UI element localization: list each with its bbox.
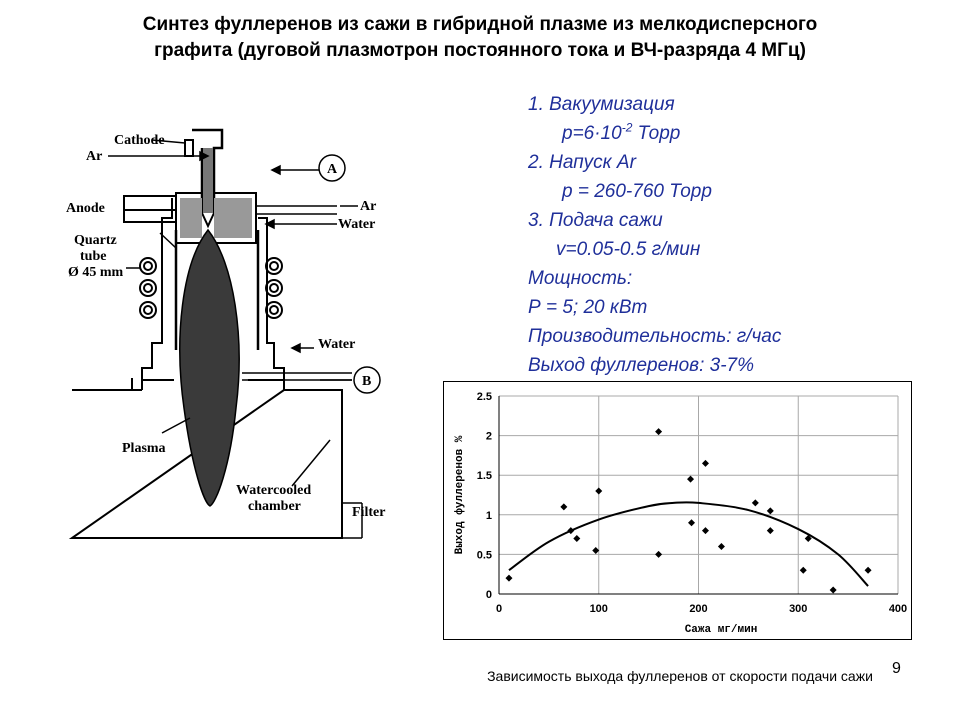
chart-axes [498,396,898,595]
label-cathode: Cathode [114,133,165,148]
data-point [688,519,696,527]
y-tick-label: 0.5 [477,549,492,561]
data-point [766,507,774,515]
power-value: Р = 5; 20 кВт [528,297,648,318]
chart-caption: Зависимость выхода фуллеренов от скорост… [487,668,873,684]
data-point [560,503,568,511]
data-point [595,487,603,495]
x-tick-label: 400 [889,603,907,615]
x-tick-label: 200 [689,603,707,615]
y-tick-label: 0 [486,589,492,601]
filter-outlet [342,502,363,539]
label-filter: Filter [352,505,385,520]
chart-tick-labels: 0 0.5 1 1.5 2 2.5 0 100 200 300 400 [477,391,907,615]
data-point [687,475,695,483]
label-ar-left: Ar [86,149,102,164]
data-point [799,566,807,574]
x-tick-label: 100 [590,603,608,615]
step-soot-feed: 3. Подача сажи [528,210,663,231]
label-plasma: Plasma [122,441,166,456]
label-quartz-3: Ø 45 mm [68,265,124,280]
y-tick-label: 2 [486,431,492,443]
label-ar-right: Ar [360,199,376,214]
data-point [592,546,600,554]
yield-chart-frame: 0 0.5 1 1.5 2 2.5 0 100 200 300 400 Сажа мг/мин Вы… [443,381,912,640]
step-evacuation-pressure: р=6·10-2 Торр [562,120,681,144]
data-point [701,459,709,467]
data-point [505,574,513,582]
x-axis-label: Сажа мг/мин [685,624,758,636]
slide-title: Синтез фуллеренов из сажи в гибридной пл… [40,12,920,64]
y-tick-label: 1 [486,510,492,522]
marker-a: A [327,162,338,177]
label-quartz-2: tube [80,249,106,264]
data-point [829,586,837,594]
data-point [804,535,812,543]
label-chamber-2: chamber [248,499,301,514]
chart-grid [498,395,899,595]
label-quartz-1: Quartz [74,233,117,248]
yield-chart: 0 0.5 1 1.5 2 2.5 0 100 200 300 400 Сажа мг/мин Вы… [453,391,907,636]
marker-b: B [362,374,371,389]
step-argon-pressure: р = 260-760 Торр [562,181,712,202]
data-point [573,535,581,543]
data-point [655,428,663,436]
plasma-plume [179,228,240,507]
power-label: Мощность: [528,268,633,289]
process-steps: 1. Вакуумизация р=6·10-2 Торр 2. Напуск … [528,90,781,380]
y-tick-label: 2.5 [477,391,492,403]
label-chamber-1: Watercooled [236,483,311,498]
label-water-top: Water [338,217,375,232]
data-points [505,428,872,594]
x-tick-label: 300 [789,603,807,615]
data-point [567,527,575,535]
y-tick-label: 1.5 [477,470,492,482]
data-point [751,499,759,507]
fullerene-yield: Выход фуллеренов: 3-7% [528,355,755,376]
data-point [766,527,774,535]
data-point [717,542,725,550]
data-point [701,527,709,535]
page-number: 9 [892,660,901,677]
plasmatron-schematic: Cathode Ar Anode Quartz tube Ø 45 mm Ar … [66,128,385,539]
data-point [864,566,872,574]
step-soot-feed-rate: v=0.05-0.5 г/мин [556,239,701,260]
slide-title-line1: Синтез фуллеренов из сажи в гибридной пл… [142,14,818,35]
x-tick-label: 0 [496,603,502,615]
slide-title-line2: графита (дуговой плазмотрон постоянного … [154,40,806,61]
step-evacuation: 1. Вакуумизация [528,94,675,115]
label-anode: Anode [66,201,105,216]
productivity-label: Производительность: г/час [528,326,782,347]
step-argon-fill: 2. Напуск Ar [528,152,636,173]
y-axis-label: Выход фуллеренов % [453,435,466,554]
label-water-mid: Water [318,337,355,352]
data-point [655,550,663,558]
